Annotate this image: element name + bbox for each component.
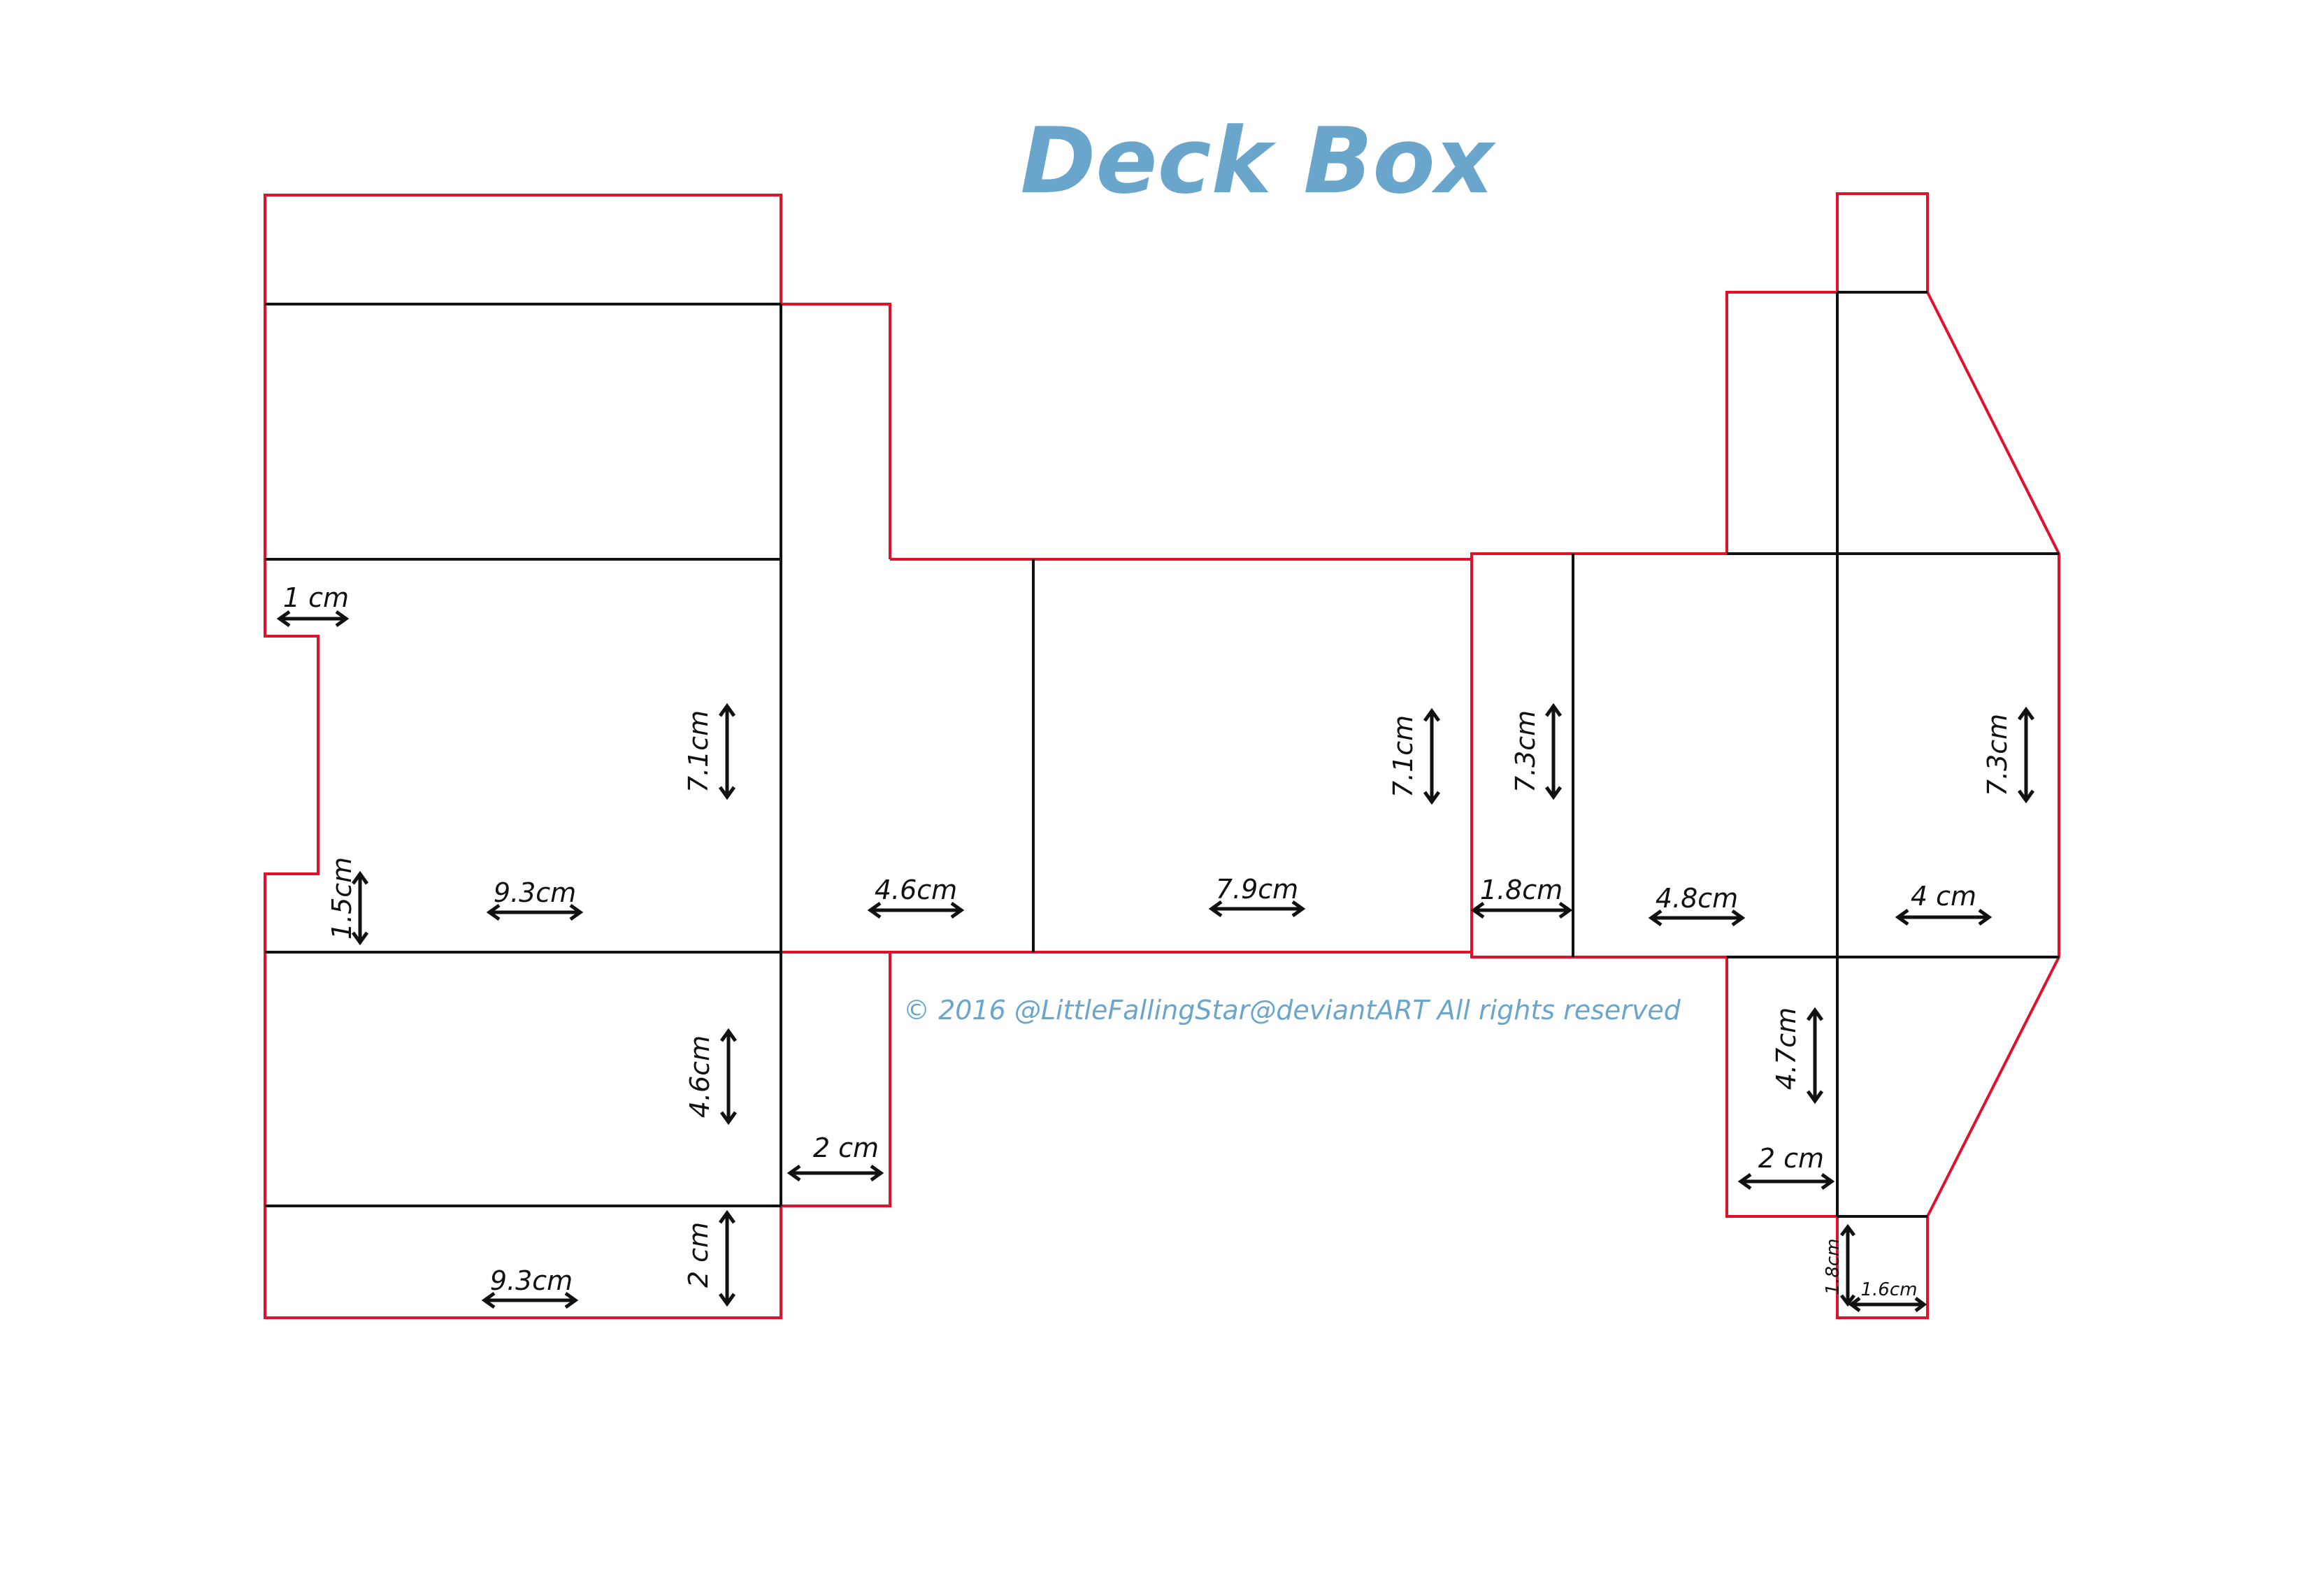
label-2cm-vertical: 2 cm <box>683 1222 714 1288</box>
label-1-6: 1.6cm <box>1861 1279 1918 1300</box>
arrow-1-5 <box>351 870 369 946</box>
arrow-2cm-right <box>1737 1172 1835 1191</box>
arrow-7-1-left <box>718 703 736 800</box>
arrow-9-3-bottom <box>481 1291 579 1309</box>
copyright-notice: © 2016 @LittleFallingStar@deviantART All… <box>903 995 1681 1026</box>
arrow-4-7 <box>1806 1007 1824 1105</box>
label-4-6: 4.6cm <box>875 875 957 905</box>
arrow-7-3-right <box>2017 706 2035 804</box>
diagram-title: Deck Box <box>1020 108 1496 214</box>
label-7-3-right: 7.3cm <box>1982 714 2013 796</box>
left-tab-cut <box>264 304 319 952</box>
small-top-tab-cut <box>1836 192 1929 292</box>
label-2cm-right: 2 cm <box>1758 1143 1824 1174</box>
top-lid-cut <box>264 194 782 305</box>
arrow-4-6-lower <box>719 1028 738 1126</box>
label-9-3-bottom: 9.3cm <box>490 1265 573 1296</box>
arrow-7-3-strip <box>1544 703 1563 800</box>
arrow-1cm <box>276 610 350 628</box>
top-flap-cut <box>781 303 891 559</box>
arrow-4-8 <box>1648 909 1746 927</box>
arrow-1-8-small <box>1840 1223 1855 1307</box>
label-1-8-small: 1.8cm <box>1823 1239 1844 1295</box>
bottom-panel-cut <box>264 952 782 1319</box>
label-4-8: 4.8cm <box>1656 883 1738 914</box>
arrow-9-3-top <box>486 903 584 921</box>
right-section <box>1470 192 2060 1319</box>
label-1cm: 1 cm <box>283 582 349 613</box>
right-top-flap-cut <box>1573 291 1837 555</box>
label-4-6-lower: 4.6cm <box>684 1035 715 1118</box>
label-7-3-strip: 7.3cm <box>1510 710 1541 793</box>
label-4cm: 4 cm <box>1911 881 1976 912</box>
arrow-1-6 <box>1848 1297 1927 1312</box>
arrow-2cm-left <box>787 1164 884 1182</box>
dimension-labels: 1 cm 9.3cm 4.6cm 7.9cm 1.8cm 4.8cm 4 cm … <box>283 582 2013 1300</box>
label-9-3-top: 9.3cm <box>494 877 576 908</box>
label-7-9: 7.9cm <box>1216 874 1298 905</box>
dimension-arrows <box>276 610 2035 1312</box>
arrow-2cm-vertical <box>718 1209 736 1307</box>
arrow-4-6 <box>867 901 965 919</box>
label-4-7: 4.7cm <box>1771 1007 1802 1090</box>
slanted-side-cut <box>1926 292 2060 1217</box>
right-lower-flap-cut <box>1725 957 1837 1218</box>
label-7-1-middle: 7.1cm <box>1388 715 1419 798</box>
label-1-5: 1.5cm <box>326 857 357 940</box>
label-1-8: 1.8cm <box>1480 875 1563 905</box>
arrow-4cm <box>1895 908 1993 926</box>
label-2cm-left: 2 cm <box>813 1133 879 1163</box>
small-bottom-tab-cut <box>1836 1216 1929 1319</box>
arrow-1-8 <box>1470 901 1573 919</box>
label-7-1-left: 7.1cm <box>683 710 714 793</box>
arrow-7-1-middle <box>1423 707 1441 805</box>
arrow-7-9 <box>1208 900 1306 918</box>
left-section <box>264 194 1472 1319</box>
